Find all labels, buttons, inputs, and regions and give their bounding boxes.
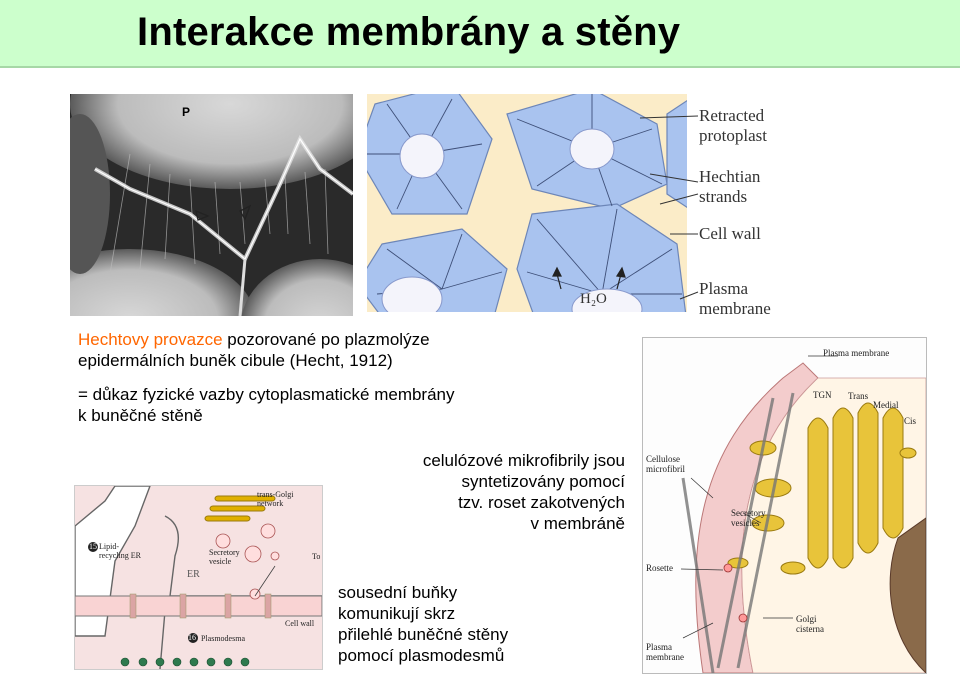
plasmodesma-diagram: 15 16 trans-Golgi network Lipid- recycli…: [74, 485, 323, 670]
golgi-secretory-label-2: vesicles: [731, 518, 760, 528]
hechtian-label-1: Hechtian: [699, 167, 761, 186]
golgi-plasma-membrane-label: Plasma membrane: [823, 348, 890, 358]
hecht-caption: Hechtovy provazce pozorované po plazmolý…: [78, 329, 430, 371]
pd-num-15: 15: [89, 542, 97, 551]
golgi-cellulose-label-2: microfibril: [646, 464, 685, 474]
pd-num-16: 16: [188, 633, 196, 642]
golgi-plasma-bottom-label-1: Plasma: [646, 642, 672, 652]
hecht-highlight: Hechtovy provazce: [78, 330, 223, 349]
golgi-cellulose-label-1: Cellulose: [646, 454, 680, 464]
pd-secretory-label-1: Secretory: [209, 548, 240, 557]
golgi-tgn-label: TGN: [813, 390, 832, 400]
cellulose-text: celulózové mikrofibrily jsou syntetizová…: [395, 450, 625, 534]
title-bar: Interakce membrány a stěny: [0, 0, 960, 68]
hechtian-micrograph: P: [70, 94, 353, 316]
cellulose-line4: v membráně: [530, 514, 625, 533]
micrograph-label: P: [182, 105, 191, 119]
hechtian-leader-lines: [640, 115, 699, 300]
water-label: H₂O: [580, 291, 607, 307]
golgi-diagram: Plasma membrane TGN Trans Medial Cis Cel…: [642, 337, 927, 674]
golgi-plasma-bottom-label-2: membrane: [646, 652, 684, 662]
plasma-label-2: membrane: [699, 299, 771, 318]
pd-secretory-label-2: vesicle: [209, 557, 232, 566]
hechtian-diagram: H₂O: [367, 94, 687, 312]
pd-trans-golgi-label-1: trans-Golgi: [257, 490, 294, 499]
pd-lipid-label-2: recycling ER: [99, 551, 141, 560]
plasmodesma-line2: komunikují skrz: [338, 604, 456, 623]
evidence-line1: = důkaz fyzické vazby cytoplasmatické me…: [78, 385, 455, 404]
plasmodesma-line4: pomocí plasmodesmů: [338, 646, 505, 665]
cell-wall-label: Cell wall: [699, 224, 761, 243]
golgi-cisterna-label-2: cisterna: [796, 624, 824, 634]
cellulose-line1: celulózové mikrofibrily jsou: [422, 451, 625, 470]
plasmodesma-line3: přilehlé buněčné stěny: [338, 625, 509, 644]
plasmodesma-line1: sousední buňky: [338, 583, 458, 602]
retracted-label-1: Retracted: [699, 106, 765, 125]
slide-title: Interakce membrány a stěny: [137, 10, 681, 54]
pd-cell-wall-label: Cell wall: [285, 619, 315, 628]
hecht-caption-rest: pozorované po plazmolýze: [222, 330, 430, 349]
golgi-medial-label: Medial: [873, 400, 899, 410]
golgi-trans-label: Trans: [848, 391, 869, 401]
evidence-line2: k buněčné stěně: [78, 406, 203, 425]
cellulose-line3: tzv. roset zakotvených: [458, 493, 625, 512]
golgi-cis-label: Cis: [904, 416, 917, 426]
pd-to-label: To: [312, 552, 321, 561]
golgi-cisterna-label-1: Golgi: [796, 614, 817, 624]
golgi-rosette-label: Rosette: [646, 563, 673, 573]
pd-trans-golgi-label-2: network: [257, 499, 284, 508]
pd-plasmodesma-label: Plasmodesma: [201, 634, 245, 643]
hecht-caption-line2: epidermálních buněk cibule (Hecht, 1912): [78, 351, 393, 370]
pd-er-label: ER: [187, 569, 200, 580]
retracted-label-2: protoplast: [699, 126, 767, 145]
cellulose-line2: syntetizovány pomocí: [461, 472, 625, 491]
pd-lipid-label-1: Lipid-: [99, 542, 119, 551]
plasmodesma-text: sousední buňky komunikují skrz přilehlé …: [336, 580, 513, 668]
hechtian-label-2: strands: [699, 187, 748, 206]
evidence-text: = důkaz fyzické vazby cytoplasmatické me…: [78, 384, 455, 426]
golgi-secretory-label-1: Secretory: [731, 508, 766, 518]
plasma-label-1: Plasma: [699, 279, 749, 298]
